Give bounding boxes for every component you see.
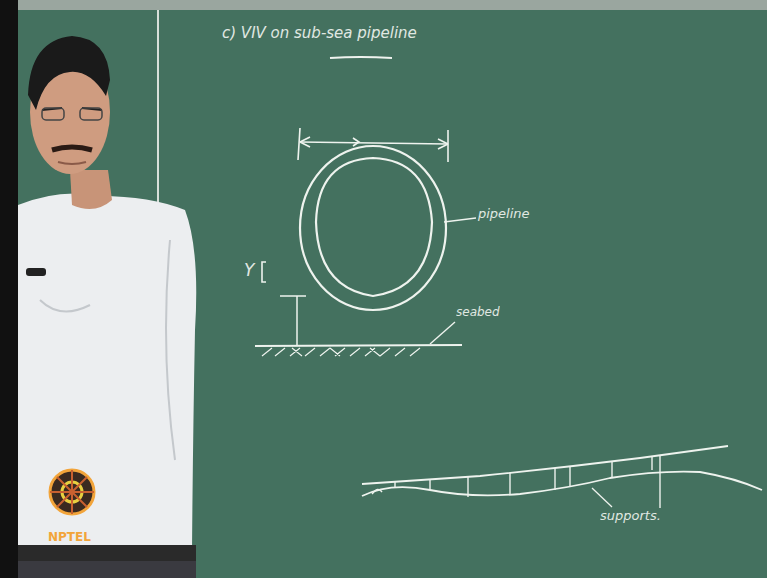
watermark: NPTEL: [48, 530, 91, 544]
chalk-heading: c) VIV on sub-sea pipeline: [222, 24, 417, 42]
part-label: supports.: [600, 508, 661, 523]
dimension-label: Y: [244, 260, 254, 280]
part-label: pipeline: [478, 206, 530, 221]
part-label: seabed: [456, 305, 500, 319]
